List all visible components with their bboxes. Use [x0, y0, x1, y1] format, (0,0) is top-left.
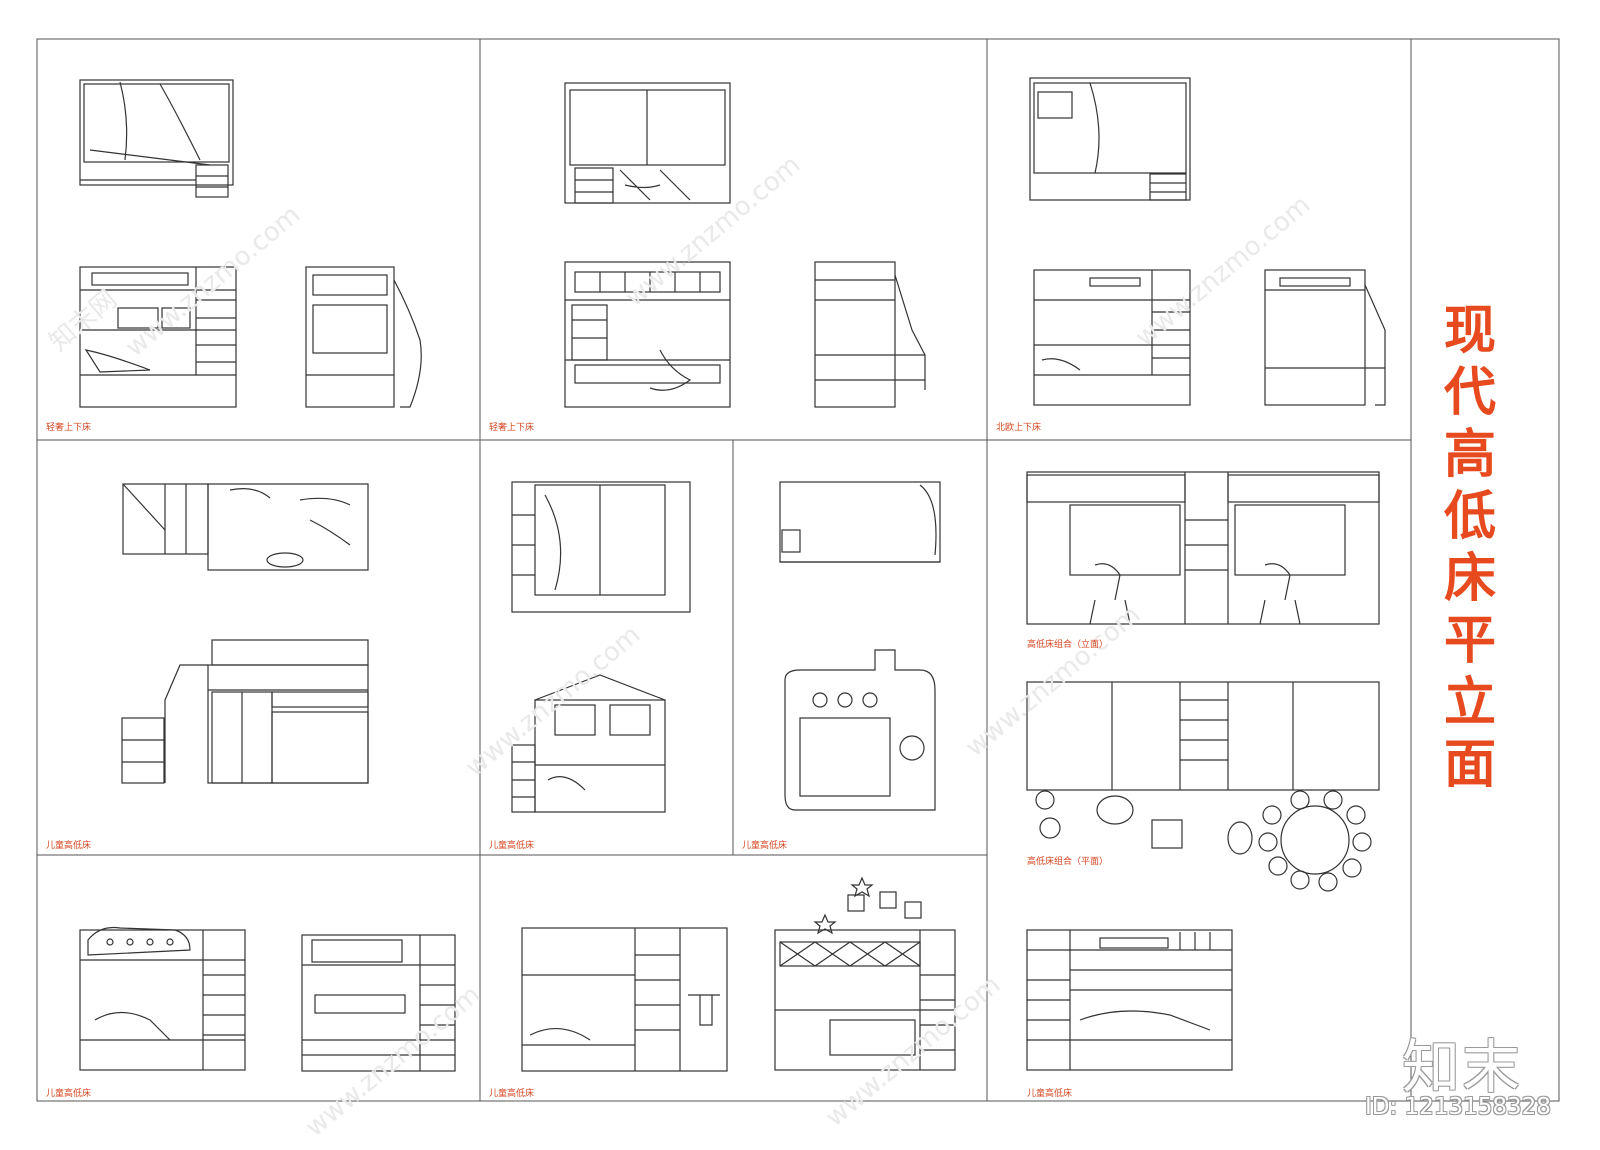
sheet-frame	[36, 38, 1560, 1102]
title-char: 低	[1443, 487, 1496, 547]
kids-loft-stairs-elevation	[1026, 929, 1233, 1071]
asset-id: ID: 1213158328	[1365, 1094, 1551, 1120]
combo-loft-plan	[1026, 681, 1380, 892]
title-char: 床	[1443, 549, 1496, 609]
title-char: 平	[1443, 611, 1496, 671]
kids-loft-bed-plan	[122, 483, 369, 571]
title-char: 现	[1443, 301, 1496, 361]
kids-ship-bed-elevation	[784, 649, 936, 811]
bunk-bed-plan-2	[564, 82, 731, 204]
kids-bunk-elevation-d	[301, 934, 456, 1072]
cell-label: 轻奢上下床	[489, 423, 535, 433]
kids-bunk-wardrobe-elevation	[521, 927, 728, 1072]
kids-house-bed-elevation	[511, 674, 666, 813]
nordic-bunk-elevation-side	[1264, 269, 1386, 406]
cell-label: 高低床组合（立面）	[1027, 640, 1109, 650]
cell-label: 儿童高低床	[46, 841, 92, 851]
bunk-bed-side-1	[305, 266, 422, 408]
title-char: 高	[1443, 425, 1496, 485]
nordic-bunk-plan	[1029, 77, 1191, 201]
kids-bed-plan-a	[511, 481, 691, 613]
bunk-bed-plan-1	[79, 79, 234, 198]
nordic-bunk-elevation-front	[1033, 269, 1191, 406]
title-char: 代	[1443, 363, 1496, 423]
kids-bunk-elevation-c	[79, 926, 246, 1071]
bunk-bed-elevation-1	[79, 266, 237, 408]
brand-logo-text: 知末	[1402, 1033, 1523, 1101]
cell-label: 高低床组合（平面）	[1027, 857, 1109, 867]
cell-label: 儿童高低床	[742, 841, 788, 851]
cell-label: 儿童高低床	[489, 841, 535, 851]
title-char: 面	[1443, 735, 1496, 795]
sheet-title: 现 代 高 低 床 平 立 面	[1410, 300, 1530, 860]
kids-bunk-cross-rail-elevation	[774, 876, 956, 1071]
cell-label: 儿童高低床	[46, 1089, 92, 1099]
cell-label: 轻奢上下床	[46, 423, 92, 433]
kids-bed-plan-b	[779, 481, 941, 563]
bunk-bed-elevation-2	[564, 261, 731, 408]
cell-label: 儿童高低床	[489, 1089, 535, 1099]
cell-label: 儿童高低床	[1027, 1089, 1073, 1099]
kids-loft-bed-elevation	[121, 639, 369, 784]
title-char: 立	[1443, 673, 1496, 733]
cell-label: 北欧上下床	[996, 423, 1042, 433]
combo-loft-elevation	[1026, 471, 1380, 625]
bunk-bed-side-2	[814, 261, 926, 408]
